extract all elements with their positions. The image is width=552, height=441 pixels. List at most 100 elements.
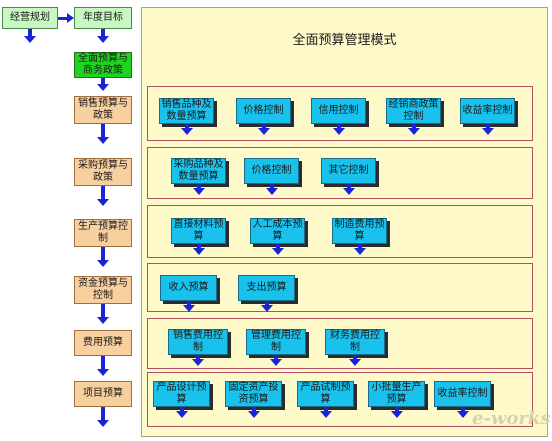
connector-arrowhead [175,411,188,418]
connector-arrow [353,355,357,359]
direct-material-budget-box: 直接材料预算 [171,218,226,244]
funds-budget-label: 资金预算与控制 [78,278,128,301]
connector-arrow [196,355,200,359]
budget-policy-box: 全面预算与商务政策 [74,52,132,78]
connector-arrowhead [97,199,109,206]
connector-arrowhead [97,84,109,91]
business-planning-box: 经营规划 [2,7,58,29]
connector-arrowhead [270,359,282,366]
budget-policy-label: 全面预算与商务政策 [78,53,128,76]
production-budget-label: 生产预算控制 [78,221,128,244]
connector-arrow [269,184,274,188]
connector-arrow [101,29,105,37]
connector-arrowhead [67,13,74,23]
connector-arrow [179,407,184,411]
connector-arrow [485,124,490,128]
connector-arrow [275,244,280,248]
connector-arrowhead [24,36,36,43]
yield-control-box: 收益率控制 [460,98,515,124]
connector-arrow [274,355,278,359]
project-yield-control-box: 收益率控制 [434,381,491,407]
production-row [147,205,533,258]
connector-arrow [264,301,269,305]
business-planning-label: 经营规划 [10,12,50,23]
finance-expense-control-box: 财务费用控制 [325,329,385,355]
expenditure-budget-box: 支出预算 [238,275,295,301]
connector-arrow [101,356,105,370]
other-control-box: 其它控制 [321,158,376,184]
connector-arrowhead [257,128,270,135]
manufacturing-expense-budget-box: 制造费用预算 [332,218,387,244]
connector-arrow [101,407,105,421]
connector-arrow [460,407,465,411]
connector-arrowhead [271,248,284,255]
connector-arrow [336,124,341,128]
connector-arrowhead [180,128,193,135]
connector-arrow [101,186,105,200]
connector-arrow [186,301,191,305]
purchase-variety-quantity-box: 采购品种及数量预算 [171,158,226,184]
expense-budget-box: 费用预算 [74,330,132,356]
connector-arrowhead [481,128,494,135]
connector-arrowhead [192,359,204,366]
purchase-budget-label: 采购预算与政策 [78,160,128,183]
connector-arrowhead [97,36,109,43]
connector-arrowhead [407,128,420,135]
connector-arrowhead [182,305,195,312]
fixed-asset-investment-budget-box: 固定资产投资预算 [225,381,282,407]
e-works-watermark: e-works [472,408,551,429]
connector-arrow [323,407,328,411]
trial-production-budget-box: 产品试制预算 [297,381,354,407]
connector-arrow [58,17,68,20]
sales-budget-label: 销售预算与政策 [78,98,128,121]
connector-arrow [357,244,362,248]
project-budget-label: 项目预算 [83,388,123,399]
connector-arrowhead [97,420,109,427]
sales-expense-control-box: 销售费用控制 [168,329,228,355]
funds-row [147,263,533,312]
connector-arrowhead [353,248,366,255]
sales-budget-box: 销售预算与政策 [74,96,132,124]
connector-arrow [101,78,105,85]
dealer-policy-box: 经销商政策控制 [386,98,441,124]
connector-arrowhead [97,317,109,324]
sales-variety-quantity-box: 销售品种及数量预算 [159,98,214,124]
labor-cost-budget-box: 人工成本预算 [250,218,305,244]
connector-arrowhead [247,411,260,418]
small-batch-production-budget-box: 小批量生产预算 [368,381,425,407]
funds-budget-box: 资金预算与控制 [74,276,132,304]
annual-goal-label: 年度目标 [83,12,123,23]
connector-arrowhead [97,260,109,267]
connector-arrowhead [390,411,403,418]
connector-arrowhead [97,369,109,376]
connector-arrow [101,304,105,318]
project-budget-box: 项目预算 [74,381,132,407]
production-budget-box: 生产预算控制 [74,219,132,247]
connector-arrow [261,124,266,128]
connector-arrow [394,407,399,411]
connector-arrowhead [97,137,109,144]
expense-row [147,318,533,369]
connector-arrow [346,184,351,188]
connector-arrowhead [319,411,332,418]
connector-arrowhead [342,188,355,195]
purchase-policy-row [147,147,533,199]
expense-budget-label: 费用预算 [83,337,123,348]
connector-arrow [184,124,189,128]
connector-arrowhead [192,248,205,255]
connector-arrowhead [349,359,361,366]
connector-arrow [251,407,256,411]
connector-arrow [101,247,105,261]
connector-arrow [196,184,201,188]
connector-arrow [411,124,416,128]
price-control-box: 价格控制 [236,98,291,124]
connector-arrowhead [265,188,278,195]
connector-arrowhead [192,188,205,195]
sales-policy-row [147,86,533,141]
connector-arrowhead [332,128,345,135]
connector-arrow [196,244,201,248]
project-row [147,372,533,427]
annual-goal-box: 年度目标 [74,7,132,29]
income-budget-box: 收入预算 [160,275,217,301]
purchase-budget-box: 采购预算与政策 [74,158,132,186]
